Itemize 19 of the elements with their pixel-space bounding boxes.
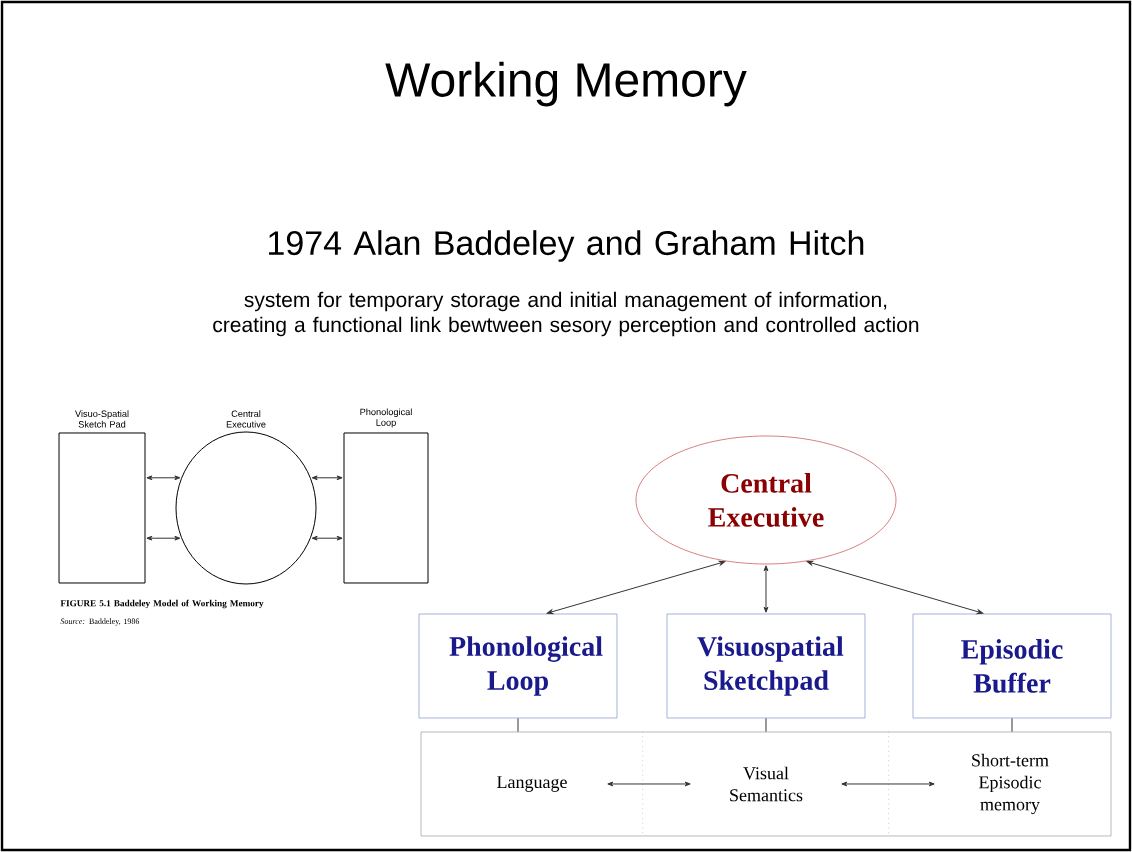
arrow [311, 475, 343, 481]
arrow [546, 560, 726, 615]
description: system for temporary storage and initial management of information, creating a functional link bewtween sesory perception and controlled action [213, 291, 919, 337]
component-box: Phonological Loop [418, 613, 618, 719]
arrow [806, 560, 984, 615]
arrow [841, 781, 935, 787]
function-cell: Visual Semantics [730, 766, 803, 802]
component-box: Visuospatial Sketchpad [666, 613, 866, 719]
function-cell: Language [497, 776, 567, 792]
arrow [607, 781, 691, 787]
function-cell: Short-term Episodic memory [972, 753, 1049, 815]
arrow [311, 535, 343, 541]
arrow [763, 565, 769, 613]
arrow [146, 475, 181, 481]
arrow [146, 535, 181, 541]
title: Working Memory [385, 61, 747, 107]
component-box: Episodic Buffer [912, 613, 1112, 719]
subtitle: 1974 Alan Baddeley and Graham Hitch [269, 230, 864, 262]
function-band [420, 731, 1112, 837]
